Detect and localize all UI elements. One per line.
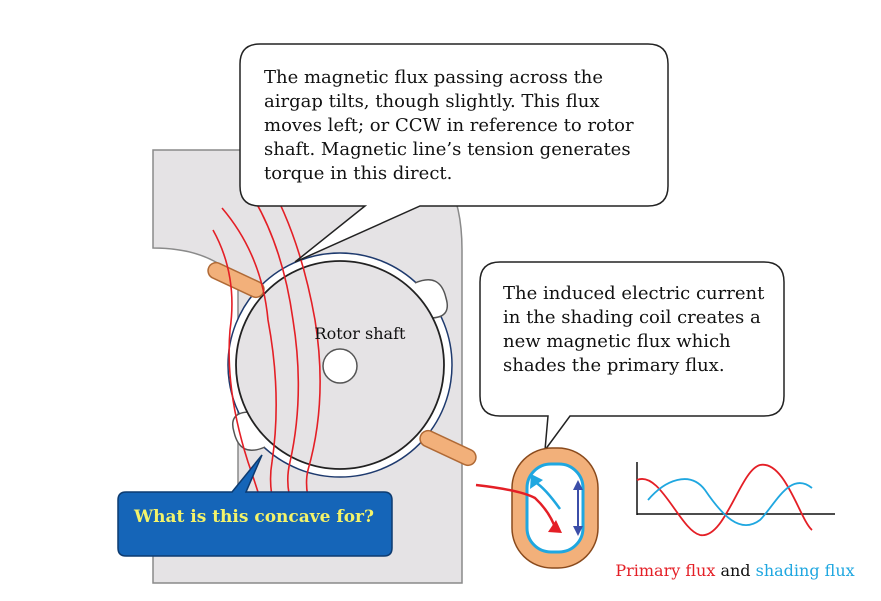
flux-legend: Primary flux and shading flux xyxy=(560,561,881,580)
flux-line-1 xyxy=(212,229,263,506)
legend-primary-flux: Primary flux xyxy=(615,561,716,580)
legend-shading-flux: shading flux xyxy=(755,561,855,580)
flux-waveform-plot xyxy=(636,462,835,536)
callout-question-text: What is this concave for? xyxy=(134,507,374,527)
callout-top-text: The magnetic flux passing across the air… xyxy=(264,67,634,184)
concave-notch-bottom-left xyxy=(232,411,266,451)
rotor-shaft-label: Rotor shaft xyxy=(314,324,406,343)
coil-current-arrow-up xyxy=(573,480,583,490)
flux-line-2 xyxy=(221,207,277,511)
flux-line-4 xyxy=(264,174,321,523)
shading-flux-arrowhead xyxy=(530,474,543,489)
primary-flux-arrow xyxy=(475,483,558,531)
flux-line-3 xyxy=(245,185,300,521)
concave-notch-top-right xyxy=(414,279,448,319)
primary-flux-arrowhead xyxy=(548,520,562,533)
primary-flux-wave xyxy=(636,464,813,536)
shading-coil-right xyxy=(419,429,477,467)
enlarged-shading-coil xyxy=(475,447,599,569)
callout-right-text: The induced electric current in the shad… xyxy=(503,283,765,376)
shading-flux-wave xyxy=(647,478,813,526)
coil-current-arrow-down xyxy=(573,526,583,536)
callout-top-bubble xyxy=(239,43,669,263)
primary-flux-lines xyxy=(212,174,321,523)
callout-question-bubble xyxy=(117,454,393,557)
callout-right-bubble xyxy=(479,261,785,453)
legend-and: and xyxy=(720,561,751,580)
rotor-shaft xyxy=(322,348,358,384)
